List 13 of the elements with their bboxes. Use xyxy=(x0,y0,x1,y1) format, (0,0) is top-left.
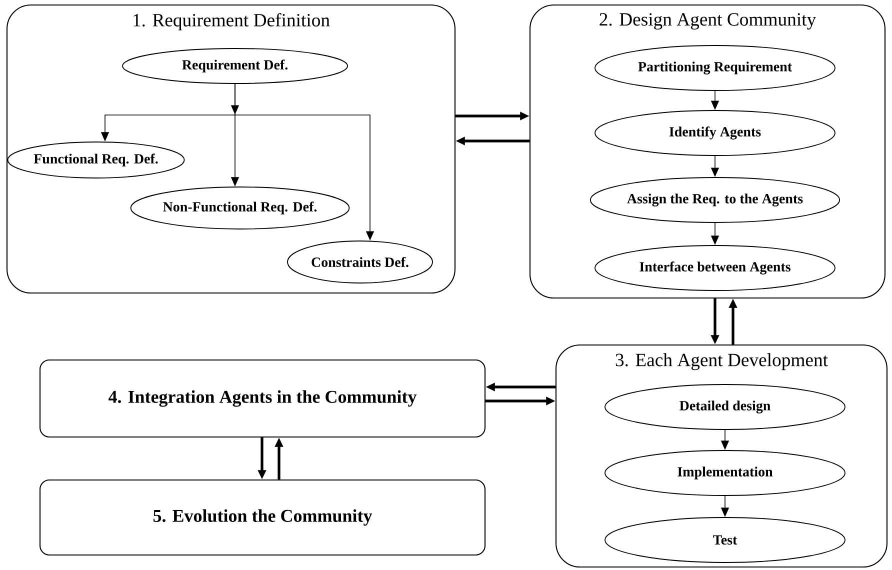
step-oval: Identify Agents xyxy=(594,110,836,156)
step-oval: Assign the Req. to the Agents xyxy=(590,177,840,223)
step-oval: Non-Functional Req. Def. xyxy=(130,186,350,230)
step-oval: Partitioning Requirement xyxy=(594,45,836,91)
phase-box: 4. Integration Agents in the Community xyxy=(39,359,486,438)
step-oval: Constraints Def. xyxy=(287,240,433,284)
step-oval: Interface between Agents xyxy=(594,245,836,291)
phase-box: 5. Evolution the Community xyxy=(39,479,486,556)
step-oval: Implementation xyxy=(604,450,846,496)
step-oval: Functional Req. Def. xyxy=(7,142,185,178)
step-oval: Detailed design xyxy=(604,384,846,430)
step-oval: Test xyxy=(604,517,846,563)
step-oval: Requirement Def. xyxy=(122,48,348,84)
